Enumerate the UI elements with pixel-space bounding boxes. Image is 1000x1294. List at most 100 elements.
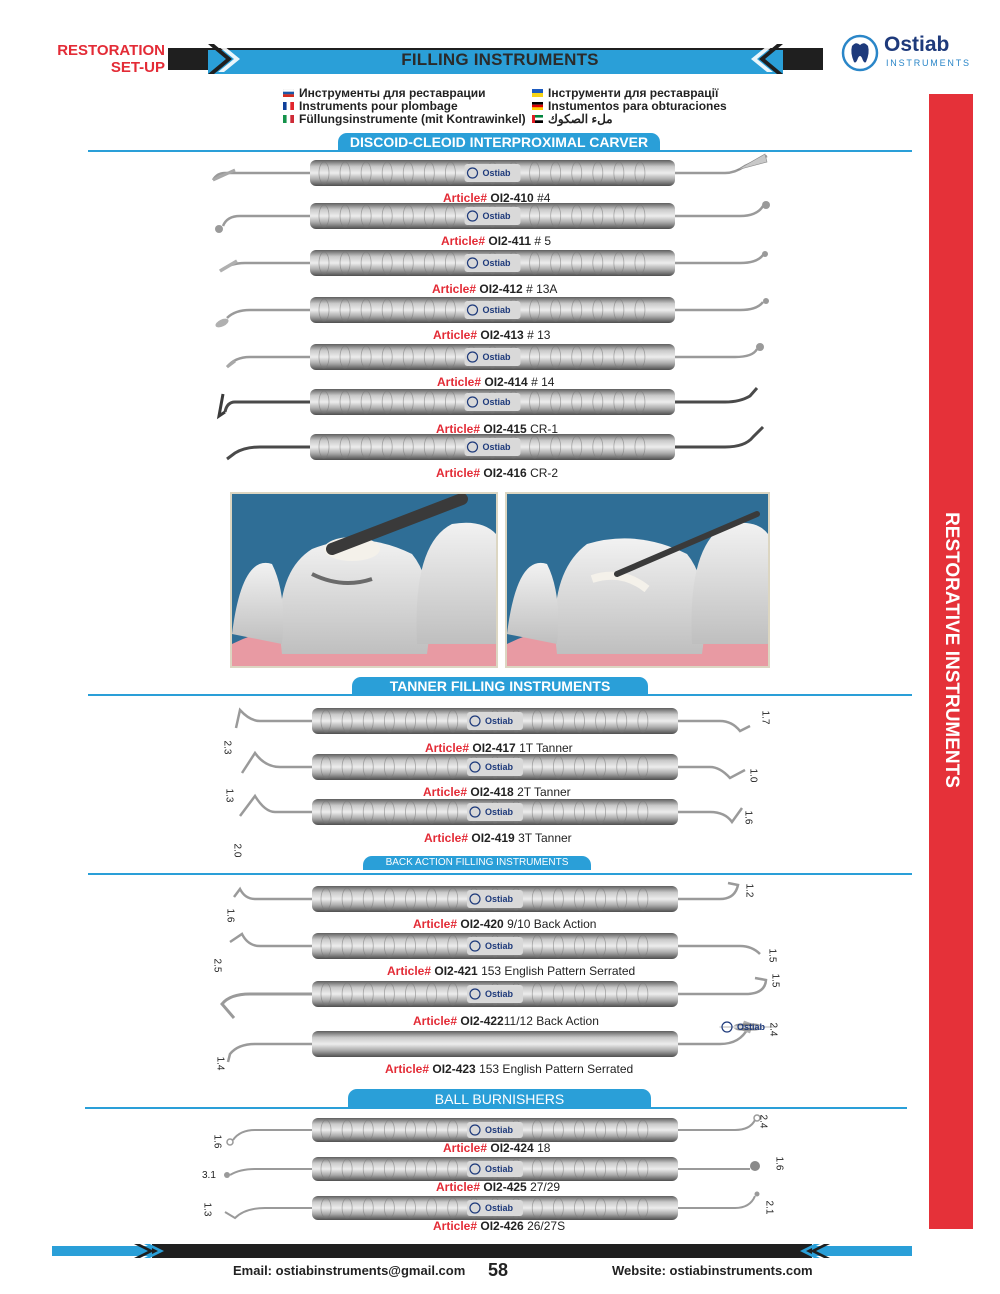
handle-logo-icon (469, 1163, 481, 1175)
page-number: 58 (488, 1260, 509, 1280)
handle-groove (616, 934, 628, 958)
handle-brand-plate (467, 1161, 523, 1177)
france-flag-icon (283, 102, 294, 110)
handle-groove (592, 435, 604, 459)
article-row: Article# OI2-425 27/29 (436, 1180, 561, 1194)
handle-brand-plate (464, 393, 521, 411)
handle-groove (447, 709, 459, 733)
handle-groove (405, 1197, 416, 1219)
handle-groove (613, 390, 625, 414)
handle-logo-icon (469, 893, 481, 905)
handle-groove (381, 161, 393, 185)
handle-groove (426, 1197, 438, 1219)
measurement-label: 1.6 (224, 908, 236, 923)
handle-groove (595, 1197, 607, 1219)
handle-groove (444, 390, 456, 414)
handle-groove (402, 390, 414, 414)
handle-groove (529, 345, 541, 369)
handle-groove (447, 887, 459, 911)
handle-groove (381, 435, 393, 459)
handle-groove (341, 1119, 353, 1141)
handle-groove (339, 345, 351, 369)
handle-groove (447, 982, 459, 1006)
handle-logo-icon (466, 441, 479, 453)
handle-groove (341, 709, 353, 733)
handle-groove (447, 1197, 459, 1219)
handle-groove (320, 709, 332, 733)
handle-groove (447, 1158, 459, 1180)
handle-groove (552, 755, 564, 779)
handle-groove (426, 982, 438, 1006)
handle-groove (320, 1158, 332, 1180)
measurement-label: 1.0 (747, 768, 759, 783)
instrument-image: Ostiab (239, 793, 744, 825)
handle-groove (444, 204, 456, 228)
handle-groove (341, 982, 353, 1006)
handle-groove (423, 298, 435, 322)
handle-groove (405, 755, 416, 779)
handle-groove (634, 251, 646, 275)
header-banner (168, 44, 823, 74)
handle-groove (531, 887, 543, 911)
handle-brand-plate (467, 803, 523, 821)
page-title: FILLING INSTRUMENTS (401, 50, 599, 69)
handle-groove (341, 755, 353, 779)
handle-groove (318, 390, 330, 414)
handle-groove (444, 251, 456, 275)
handle-brand-text: Ostiab (482, 352, 511, 362)
handle-groove (574, 982, 585, 1006)
handle-groove (341, 1158, 353, 1180)
category-label: RESTORATION SET-UP (20, 42, 165, 76)
article-row: Article# OI2-413 # 13 (433, 328, 551, 342)
handle-groove (426, 934, 438, 958)
handle-groove (423, 161, 435, 185)
measurement-label: 1.4 (214, 1056, 226, 1071)
handle-groove (613, 298, 625, 322)
handle-groove (320, 755, 332, 779)
measurement-label: 2.4 (757, 1114, 769, 1129)
handle-groove (550, 345, 562, 369)
handle-groove (574, 934, 585, 958)
handle-groove (383, 982, 395, 1006)
handle-brand-text: Ostiab (482, 397, 511, 407)
handle-groove (402, 345, 414, 369)
instrument-image: Ostiab (229, 932, 761, 959)
handle-brand-plate (719, 1026, 775, 1028)
handle-groove (318, 204, 330, 228)
lang-arabic: ملء الصكوك (532, 112, 613, 126)
measurement-label: 1.5 (766, 948, 778, 963)
handle-brand-plate (467, 758, 523, 776)
handle-groove (341, 934, 353, 958)
instrument-image: Ostiab (216, 387, 759, 420)
handle-groove (423, 251, 435, 275)
handle-groove (339, 298, 351, 322)
handle-logo-icon (469, 761, 481, 773)
handle-groove (531, 755, 543, 779)
ukraine-flag-icon (532, 89, 543, 97)
measurement-label: 1.6 (742, 810, 754, 825)
handle-groove (634, 161, 646, 185)
handle-groove (634, 435, 646, 459)
handle-groove (360, 204, 372, 228)
handle-groove (616, 800, 628, 824)
article-row: Article# OI2-421 153 English Pattern Ser… (387, 964, 636, 978)
handle-groove (341, 887, 353, 911)
handle-groove (318, 161, 330, 185)
article-row: Article# OI2-415 CR-1 (436, 422, 559, 436)
instrument-image: Ostiab (215, 297, 769, 328)
handle-brand-plate (467, 1122, 523, 1138)
category-line2: SET-UP (110, 59, 165, 76)
handle-logo-icon (469, 988, 481, 1000)
handle-brand-plate (464, 348, 521, 366)
handle-groove (571, 345, 583, 369)
handle-groove (634, 345, 646, 369)
handle-groove (426, 1119, 438, 1141)
handle-groove (318, 298, 330, 322)
handle-groove (339, 204, 351, 228)
handle-groove (531, 934, 543, 958)
handle-groove (550, 435, 562, 459)
handle-groove (362, 1197, 374, 1219)
handle-groove (552, 800, 564, 824)
handle-groove (634, 298, 646, 322)
handle-groove (571, 204, 583, 228)
